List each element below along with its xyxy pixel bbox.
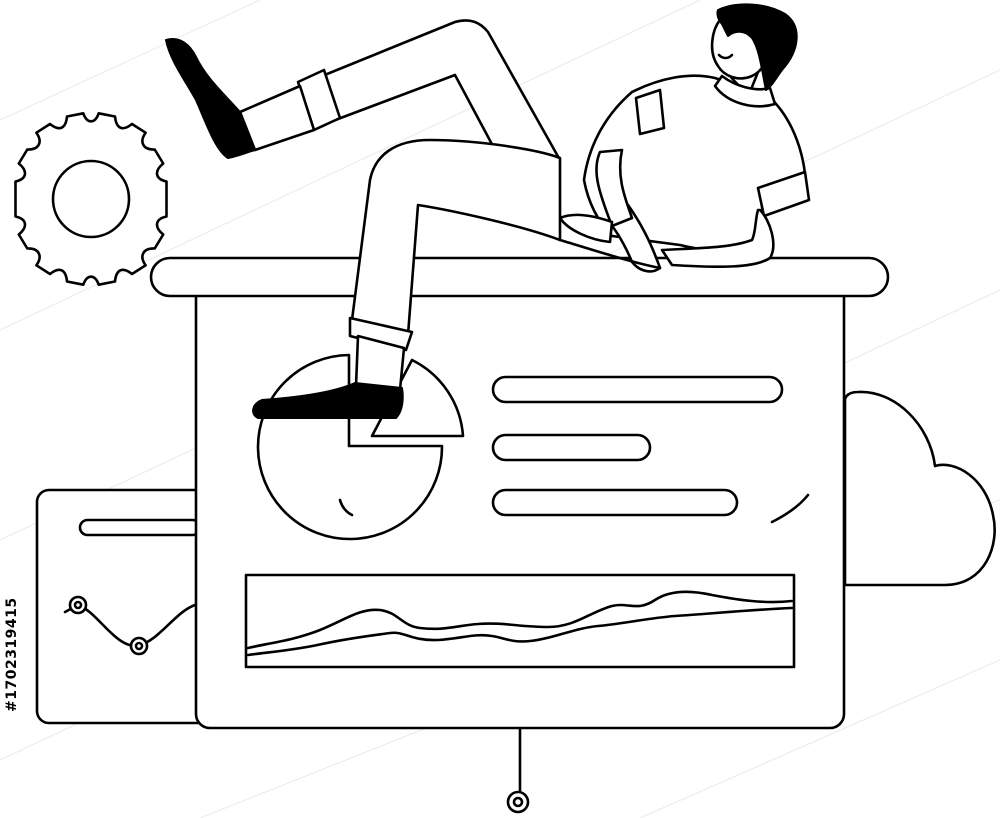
belly <box>558 213 614 244</box>
gear-icon <box>14 112 168 286</box>
person <box>165 3 811 419</box>
chart-point-2 <box>129 636 149 656</box>
raised-leg-shoe <box>165 38 256 159</box>
text-line-2 <box>491 433 652 462</box>
front-leg <box>350 138 562 337</box>
text-line-3 <box>491 488 739 517</box>
presentation-board <box>194 274 846 730</box>
collar <box>713 74 777 108</box>
board-top-bar <box>149 256 890 298</box>
chart-point-1 <box>68 595 88 615</box>
hair <box>716 3 798 91</box>
cloud-icon <box>843 390 996 587</box>
sleeve-cuff-right <box>756 170 811 218</box>
wave-chart <box>244 573 796 669</box>
sleeve-cuff-left <box>634 88 666 136</box>
front-leg-shoe <box>252 382 404 419</box>
pull-cord <box>506 727 530 814</box>
stock-id-text: #1702319415 <box>4 597 20 713</box>
front-leg-cuff <box>348 316 414 352</box>
forearm <box>595 148 634 228</box>
text-line-1 <box>491 375 784 404</box>
arm <box>660 208 775 269</box>
